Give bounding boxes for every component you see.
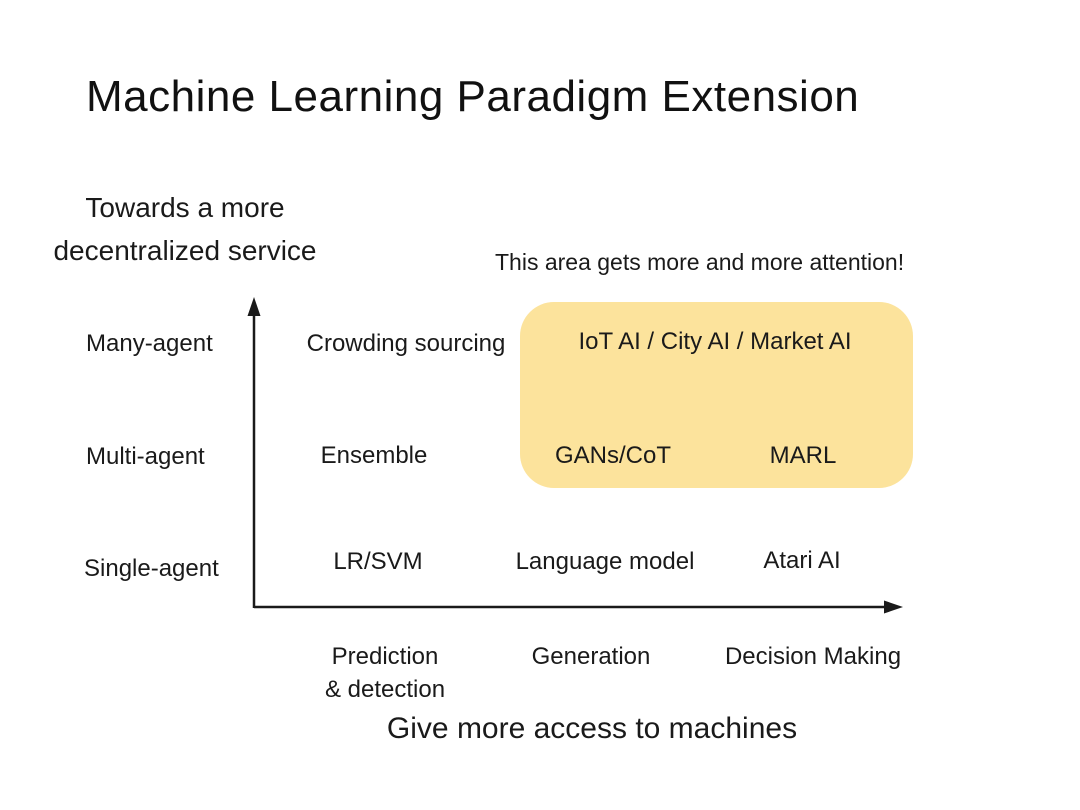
cell-atari-ai: Atari AI bbox=[763, 547, 841, 574]
col-label-generation: Generation bbox=[532, 640, 651, 673]
y-axis-title-line1: Towards a more bbox=[85, 192, 285, 223]
page-title: Machine Learning Paradigm Extension bbox=[86, 72, 860, 121]
attention-annotation: This area gets more and more attention! bbox=[495, 249, 905, 275]
cell-iot-city-market-ai: IoT AI / City AI / Market AI bbox=[578, 328, 852, 355]
x-axis-title: Give more access to machines bbox=[386, 712, 798, 745]
x-axis-arrowhead-icon bbox=[884, 600, 903, 614]
col-label-line2: & detection bbox=[324, 676, 446, 703]
row-label-many-agent: Many-agent bbox=[86, 330, 213, 357]
cell-gans-cot: GANs/CoT bbox=[554, 442, 672, 469]
col-label-line1: Generation bbox=[531, 643, 651, 670]
cell-marl: MARL bbox=[769, 442, 837, 469]
cell-lr-svm: LR/SVM bbox=[333, 548, 423, 575]
row-label-single-agent: Single-agent bbox=[84, 555, 219, 582]
y-axis-arrowhead-icon bbox=[247, 297, 261, 316]
col-label-line1: Prediction bbox=[331, 643, 439, 670]
col-label-prediction-detection: Prediction & detection bbox=[325, 640, 445, 706]
cell-crowding-sourcing: Crowding sourcing bbox=[306, 330, 506, 357]
cell-ensemble: Ensemble bbox=[320, 442, 428, 469]
col-label-decision-making: Decision Making bbox=[725, 640, 901, 673]
y-axis-title-line2: decentralized service bbox=[53, 235, 317, 266]
highlight-area bbox=[520, 302, 913, 488]
cell-language-model: Language model bbox=[515, 548, 695, 575]
col-label-line1: Decision Making bbox=[724, 643, 902, 670]
row-label-multi-agent: Multi-agent bbox=[86, 443, 205, 470]
y-axis-title: Towards a more decentralized service bbox=[20, 186, 350, 272]
